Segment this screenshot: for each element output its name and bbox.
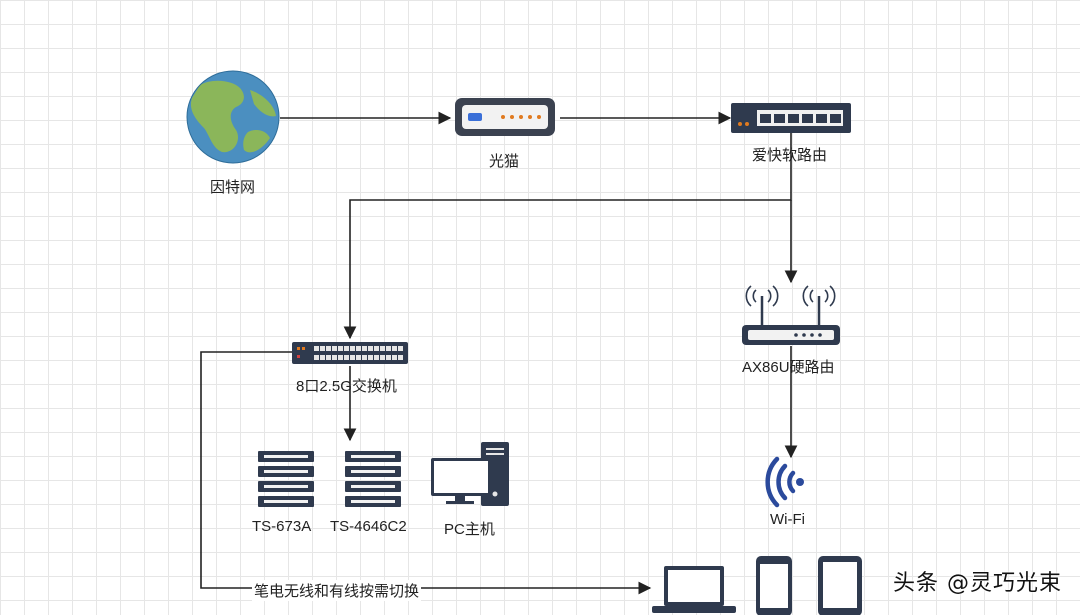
switch-icon (292, 342, 408, 364)
edge-switch-laptop (200, 351, 652, 595)
soft-router-icon (731, 103, 851, 133)
node-label-nas2: TS-4646C2 (330, 518, 407, 535)
edge-softrouter-switch (343, 132, 792, 340)
node-label-hard-router: AX86U硬路由 (742, 359, 835, 376)
connectors (200, 111, 798, 595)
pc-icon (431, 442, 509, 506)
phone-icon (756, 556, 792, 615)
modem-icon (455, 98, 555, 136)
node-label-switch: 8口2.5G交换机 (296, 378, 397, 395)
node-label-nas1: TS-673A (252, 518, 312, 535)
wifi-icon (765, 456, 804, 508)
node-label-internet: 因特网 (210, 179, 256, 196)
hard-router-icon (742, 285, 840, 345)
node-label-soft-router: 爱快软路由 (752, 147, 828, 164)
edge-label-laptop-link: 笔电无线和有线按需切换 (252, 580, 422, 601)
node-label-wifi: Wi-Fi (770, 511, 805, 528)
server-ts673a-icon (258, 451, 314, 507)
globe-icon (186, 70, 280, 164)
server-ts4646c2-icon (345, 451, 401, 507)
tablet-icon (818, 556, 862, 615)
node-label-modem: 光猫 (489, 153, 520, 170)
laptop-icon (652, 566, 736, 613)
node-label-pc: PC主机 (444, 521, 495, 538)
watermark: 头条 @灵巧光束 (893, 571, 1062, 596)
